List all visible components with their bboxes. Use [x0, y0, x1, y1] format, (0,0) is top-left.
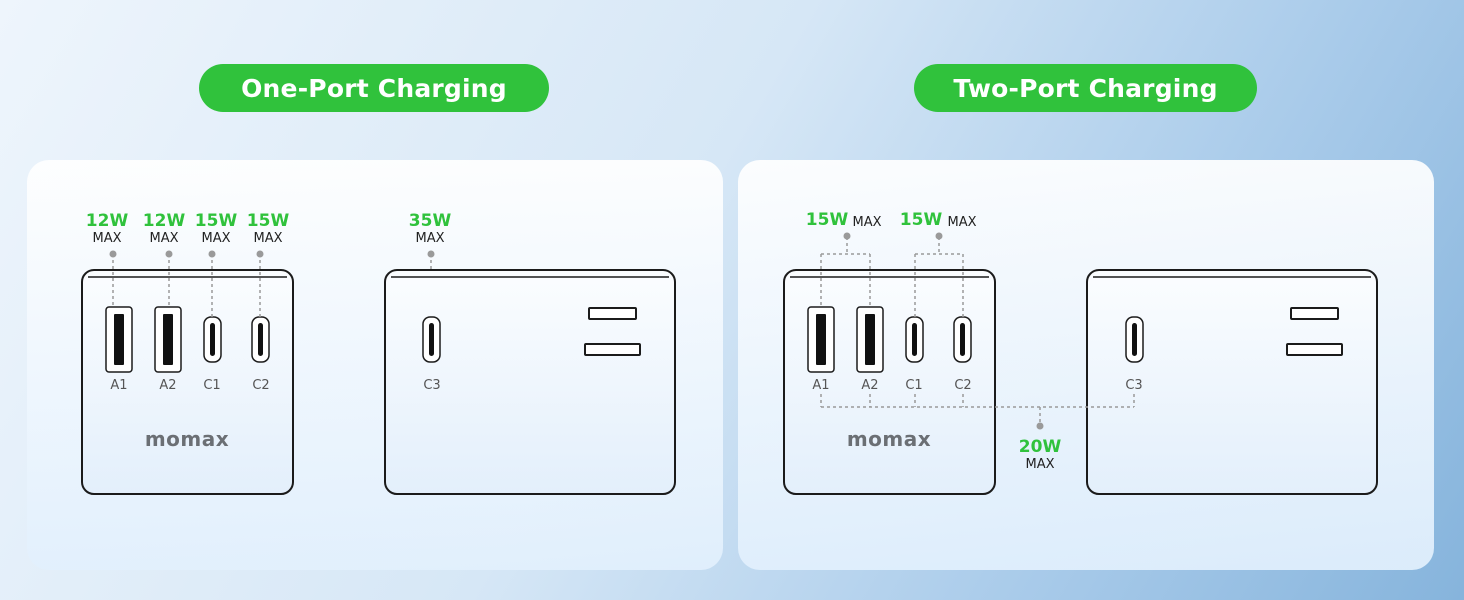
- charger-front-body-two-port: [783, 269, 996, 495]
- plug-prongs-icon: [584, 307, 641, 356]
- two-port-group-connectors: [820, 237, 1135, 425]
- two-port-combined-wattage: 20W: [1019, 437, 1062, 457]
- port-label-c1-two: C1: [905, 378, 922, 393]
- usb-c-port-c2: [251, 316, 270, 363]
- port-label-c2: C2: [252, 378, 269, 393]
- c3-wattage: 35W: [409, 211, 452, 231]
- c2-wattage: 15W: [247, 211, 290, 231]
- momax-logo: momax: [145, 427, 229, 451]
- usb-a-port-a1-two: [807, 306, 835, 373]
- usb-c-port-c1-two: [905, 316, 924, 363]
- port-label-a2: A2: [159, 378, 176, 393]
- c1-max: MAX: [201, 231, 230, 246]
- port-label-c2-two: C2: [954, 378, 971, 393]
- plug-prongs-icon-two: [1286, 307, 1343, 356]
- c3-max: MAX: [415, 231, 444, 246]
- two-port-charging-header: Two-Port Charging: [914, 64, 1257, 112]
- charger-front-body: [81, 269, 294, 495]
- usb-a-port-a1: [105, 306, 133, 373]
- usb-a-port-a2: [154, 306, 182, 373]
- two-port-combined-max: MAX: [1025, 457, 1054, 472]
- usb-c-port-c3: [422, 316, 441, 363]
- port-label-a1-two: A1: [812, 378, 829, 393]
- port-label-a2-two: A2: [861, 378, 878, 393]
- one-port-charging-header: One-Port Charging: [199, 64, 549, 112]
- usb-c-port-c3-two: [1125, 316, 1144, 363]
- port-label-c1: C1: [203, 378, 220, 393]
- a2-wattage: 12W: [143, 211, 186, 231]
- port-label-c3-two: C3: [1125, 378, 1142, 393]
- a1-wattage: 12W: [86, 211, 129, 231]
- port-label-c3: C3: [423, 378, 440, 393]
- a1-max: MAX: [92, 231, 121, 246]
- charger-side-body-two-port: [1086, 269, 1378, 495]
- two-port-group-c-wattage: 15W: [900, 210, 943, 230]
- usb-a-port-a2-two: [856, 306, 884, 373]
- c1-wattage: 15W: [195, 211, 238, 231]
- port-label-a1: A1: [110, 378, 127, 393]
- c2-max: MAX: [253, 231, 282, 246]
- charger-side-body: [384, 269, 676, 495]
- two-port-group-c-max: MAX: [947, 215, 976, 230]
- two-port-group-a-wattage: 15W: [806, 210, 849, 230]
- momax-logo-two: momax: [847, 427, 931, 451]
- a2-max: MAX: [149, 231, 178, 246]
- two-port-group-a-max: MAX: [852, 215, 881, 230]
- usb-c-port-c1: [203, 316, 222, 363]
- usb-c-port-c2-two: [953, 316, 972, 363]
